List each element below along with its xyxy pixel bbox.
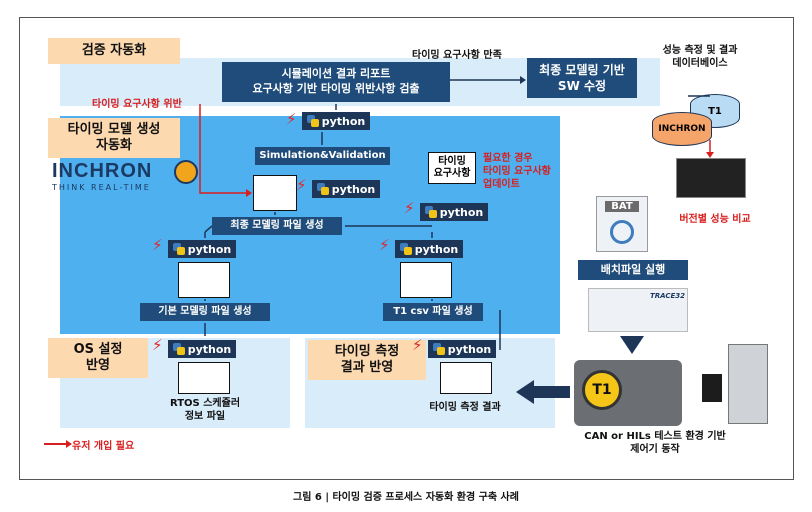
python-badge-left: python [168, 240, 236, 258]
user-intervention-label: 유저 개입 필요 [72, 441, 135, 452]
lightning-icon: ⚡ [152, 236, 163, 254]
csv-document-icon [400, 262, 452, 298]
t1-csv-box: T1 csv 파일 생성 [383, 303, 483, 321]
final-sw-box: 최종 모델링 기반 SW 수정 [527, 58, 637, 98]
inchron-tagline: THINK REAL-TIME [52, 183, 151, 192]
trace32-label: TRACE32 [650, 292, 686, 300]
version-chart-image [676, 158, 746, 198]
measure-tag: 타이밍 측정 결과 반영 [308, 340, 426, 380]
lightning-icon: ⚡ [412, 336, 423, 354]
lightning-icon: ⚡ [286, 110, 297, 128]
can-hil-label: CAN or HILs 테스트 환경 기반 제어기 동작 [584, 431, 726, 455]
python-badge-sim: python [312, 180, 380, 198]
basic-model-box: 기본 모델링 파일 생성 [140, 303, 270, 321]
legend-red-arrow-icon [44, 443, 66, 445]
os-tag: OS 설정 반영 [48, 338, 148, 378]
lightning-icon: ⚡ [404, 199, 415, 217]
t1-device-badge: T1 [582, 370, 622, 410]
trace32-device-image [588, 288, 688, 332]
inchron-name: INCHRON [52, 160, 153, 182]
controller-box-image [702, 374, 722, 402]
bat-label: BAT [605, 201, 639, 212]
rtos-document-icon [178, 362, 230, 394]
lightning-icon: ⚡ [152, 336, 163, 354]
left-arrow-shaft [534, 386, 570, 398]
python-badge-right: python [395, 240, 463, 258]
down-arrow-icon [620, 336, 644, 354]
batch-box: 배치파일 실행 [578, 260, 688, 280]
sim-validation-box: Simulation&Validation [255, 147, 390, 165]
timing-violation-label: 타이밍 요구사항 위반 [92, 99, 182, 110]
gear-icon [610, 220, 634, 244]
lightning-icon: ⚡ [379, 236, 390, 254]
measure-result-label: 타이밍 측정 결과 [429, 402, 501, 413]
perf-db-label: 성능 측정 및 결과 데이터베이스 [662, 45, 738, 69]
version-compare-label: 버전별 성능 비교 [679, 214, 751, 225]
python-badge-top: python [302, 112, 370, 130]
timing-ok-label: 타이밍 요구사항 만족 [412, 50, 502, 61]
inchron-database-icon: INCHRON [652, 112, 712, 146]
bat-file-icon: BAT [596, 196, 648, 252]
rtos-info-label: RTOS 스케쥴러 정보 파일 [169, 398, 241, 422]
figure-caption: 그림 6 | 타이밍 검증 프로세스 자동화 환경 구축 사례 [293, 492, 519, 503]
model-document-icon [253, 175, 297, 211]
verify-tag: 검증 자동화 [48, 38, 180, 64]
timing-req-document: 타이밍 요구사항 [428, 152, 476, 184]
python-badge-req: python [420, 203, 488, 221]
modeling-tag: 타이밍 모델 생성 자동화 [48, 118, 180, 158]
t1-database-icon: T1 [690, 94, 740, 128]
update-req-label: 필요한 경우 타이밍 요구사항 업데이트 [483, 153, 551, 190]
inchron-mark-icon [174, 160, 198, 184]
final-model-box: 최종 모델링 파일 생성 [212, 217, 342, 235]
basic-document-icon [178, 262, 230, 298]
inchron-logo: INCHRON THINK REAL-TIME [52, 160, 198, 194]
left-arrow-icon [516, 380, 534, 404]
sim-report-box: 시뮬레이션 결과 리포트 요구사항 기반 타이밍 위반사항 검출 [222, 62, 450, 102]
python-badge-os: python [168, 340, 236, 358]
hil-rack-image [728, 344, 768, 424]
measure-document-icon [440, 362, 492, 394]
lightning-icon: ⚡ [296, 176, 307, 194]
python-badge-measure: python [428, 340, 496, 358]
